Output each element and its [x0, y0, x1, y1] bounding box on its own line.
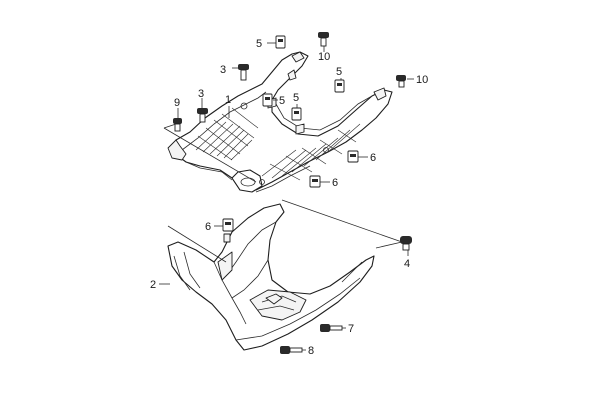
screw-10b: [396, 75, 406, 88]
u-nut-clip-5a: [275, 35, 286, 49]
callout-7: 7: [348, 323, 354, 335]
u-nut-clip-5c: [262, 93, 273, 107]
callout-3: 3: [220, 64, 226, 76]
screw-9: [173, 118, 182, 132]
callout-4: 4: [404, 258, 410, 270]
nut-6a: [347, 150, 359, 163]
bolt-3a: [238, 64, 249, 81]
callout-8: 8: [308, 345, 314, 357]
callout-10: 10: [318, 51, 330, 63]
callout-10: 10: [416, 74, 428, 86]
u-nut-clip-5d: [291, 107, 302, 121]
leader-lines: [159, 42, 414, 351]
bolt-7: [320, 324, 343, 332]
callout-5: 5: [256, 38, 262, 50]
callout-1: 1: [225, 94, 231, 106]
u-nut-clip-5b: [334, 79, 345, 93]
nut-6c: [222, 218, 234, 232]
callout-6: 6: [205, 221, 211, 233]
callout-6: 6: [332, 177, 338, 189]
nut-6b: [309, 175, 321, 188]
under-cover-part: [167, 203, 375, 351]
callout-6: 6: [370, 152, 376, 164]
callout-5: 5: [336, 66, 342, 78]
callout-3: 3: [198, 88, 204, 100]
callout-9: 9: [174, 97, 180, 109]
floor-panel-part: [167, 51, 393, 193]
screw-10a: [318, 32, 329, 47]
bolt-4: [400, 236, 412, 251]
callout-5: 5: [293, 92, 299, 104]
bolt-3b: [197, 108, 208, 123]
callout-2: 2: [150, 279, 156, 291]
bolt-8: [280, 346, 303, 354]
callout-5: 5: [279, 95, 285, 107]
